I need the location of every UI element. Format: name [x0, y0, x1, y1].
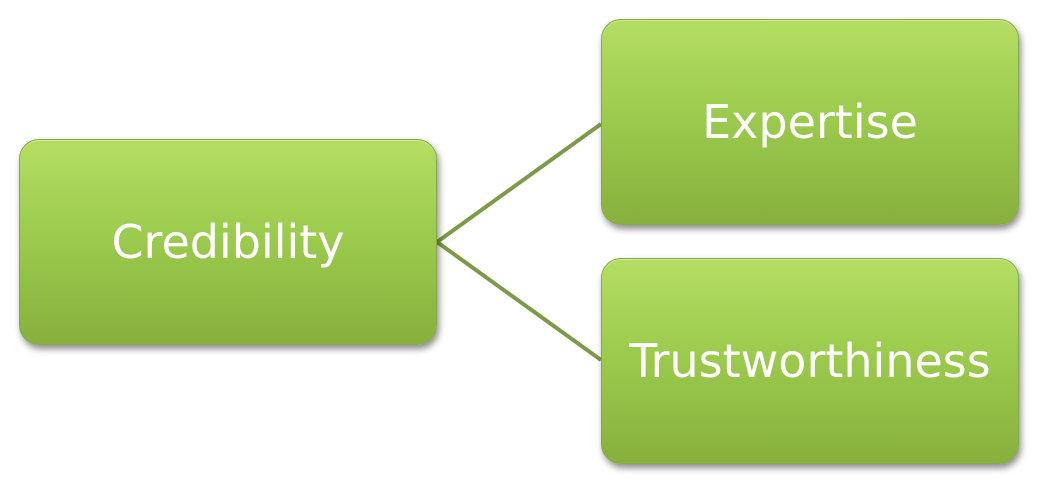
- node-credibility: Credibility: [19, 139, 437, 345]
- connector-credibility-expertise: [435, 122, 603, 244]
- node-trustworthiness-label: Trustworthiness: [629, 334, 991, 388]
- node-trustworthiness: Trustworthiness: [601, 258, 1019, 464]
- connector-credibility-trustworthiness: [435, 240, 603, 362]
- node-expertise-label: Expertise: [702, 95, 918, 149]
- node-expertise: Expertise: [601, 19, 1019, 225]
- node-credibility-label: Credibility: [111, 215, 345, 269]
